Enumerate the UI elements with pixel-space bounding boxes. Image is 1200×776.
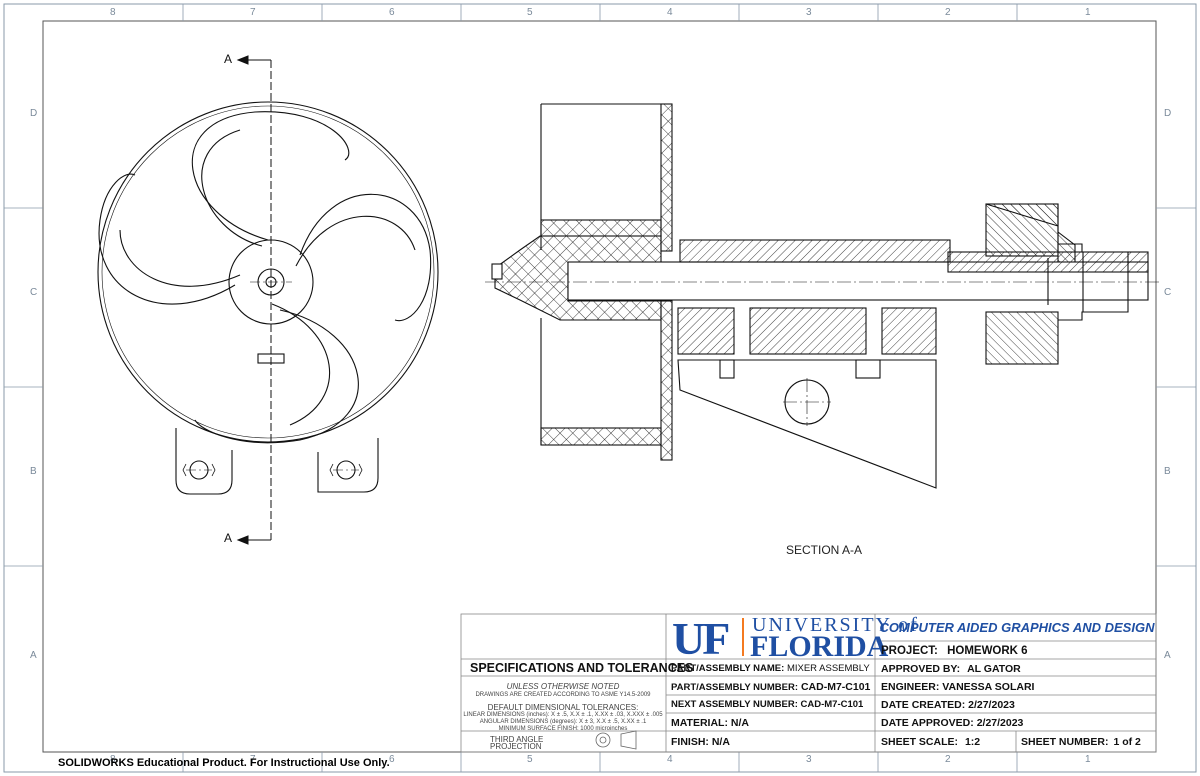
zone-col-7-top: 7 <box>250 7 256 18</box>
date-created-value: 2/27/2023 <box>968 699 1015 711</box>
sheet-number-label: SHEET NUMBER: <box>1021 736 1109 748</box>
zone-col-5-top: 5 <box>527 7 533 18</box>
date-created-label: DATE CREATED: <box>881 699 966 711</box>
next-assembly-field: NEXT ASSEMBLY NUMBER: CAD-M7-C101 <box>671 699 863 710</box>
projection-label: THIRD ANGLE PROJECTION <box>490 735 544 751</box>
zone-row-b-left: B <box>30 466 37 477</box>
sheet-scale-label: SHEET SCALE: <box>881 736 959 748</box>
zone-col-7-bottom: 7 <box>250 754 256 765</box>
engineer-field: ENGINEER: VANESSA SOLARI <box>881 681 1034 693</box>
project-field: PROJECT: HOMEWORK 6 <box>881 645 1028 657</box>
approved-by-value: AL GATOR <box>967 663 1021 675</box>
zone-col-2-bottom: 2 <box>945 754 951 765</box>
zone-ticks <box>4 4 1196 772</box>
unless-noted: UNLESS OTHERWISE NOTED <box>506 682 620 691</box>
engineer-value: VANESSA SOLARI <box>942 681 1035 693</box>
engineer-label: ENGINEER: <box>881 681 940 693</box>
zone-row-d-left: D <box>30 108 38 119</box>
zone-row-a-left: A <box>30 650 37 661</box>
finish-value: N/A <box>711 736 730 748</box>
material-label: MATERIAL: <box>671 717 728 729</box>
part-name-label: PART/ASSEMBLY NAME: <box>671 663 785 674</box>
project-label: PROJECT: <box>881 645 938 657</box>
date-approved-label: DATE APPROVED: <box>881 717 974 729</box>
linear-tolerances: LINEAR DIMENSIONS (inches): X ± .5, X.X … <box>463 712 663 718</box>
logo-florida-text: FLORIDA <box>750 630 889 663</box>
approved-by-label: APPROVED BY: <box>881 663 961 675</box>
third-angle-projection-symbol <box>595 730 637 750</box>
zone-col-1-bottom: 1 <box>1085 754 1091 765</box>
approved-by-field: APPROVED BY: AL GATOR <box>881 663 1021 675</box>
zone-row-c-left: C <box>30 287 38 298</box>
cut-label-top: A <box>224 52 233 66</box>
logo-university-text: UNIVERSITY of <box>752 614 919 636</box>
surface-finish: MINIMUM SURFACE FINISH: 1000 microinches <box>498 726 628 732</box>
solidworks-watermark: SOLIDWORKS Educational Product. For Inst… <box>58 757 390 769</box>
zone-row-b-right: B <box>1164 466 1171 477</box>
section-label: SECTION A-A <box>786 543 863 557</box>
zone-col-3-top: 3 <box>806 7 812 18</box>
next-assembly-label: NEXT ASSEMBLY NUMBER: <box>671 699 798 710</box>
cutting-plane-line <box>236 55 272 545</box>
material-field: MATERIAL: N/A <box>671 717 749 729</box>
date-approved-field: DATE APPROVED: 2/27/2023 <box>881 717 1023 729</box>
part-number-label: PART/ASSEMBLY NUMBER: <box>671 682 799 693</box>
date-approved-value: 2/27/2023 <box>976 717 1024 729</box>
zone-row-a-right: A <box>1164 650 1171 661</box>
section-view <box>491 103 1149 489</box>
default-tolerances: DEFAULT DIMENSIONAL TOLERANCES: <box>487 703 639 712</box>
finish-field: FINISH: N/A <box>671 736 730 748</box>
sheet-scale-field: SHEET SCALE: 1:2 <box>881 736 980 748</box>
uf-logo-mark: UF <box>672 613 730 664</box>
zone-col-6-bottom: 6 <box>389 754 395 765</box>
sheet-number-field: SHEET NUMBER: 1 of 2 <box>1021 736 1141 748</box>
sheet-scale-value: 1:2 <box>964 736 981 748</box>
zone-col-4-bottom: 4 <box>667 754 673 765</box>
front-view-impeller <box>97 101 439 495</box>
course-title: COMPUTER AIDED GRAPHICS AND DESIGN <box>879 620 1155 635</box>
finish-label: FINISH: <box>671 736 709 748</box>
title-block-grid <box>460 613 1157 753</box>
zone-row-c-right: C <box>1164 287 1172 298</box>
zone-col-2-top: 2 <box>945 7 951 18</box>
next-assembly-value: CAD-M7-C101 <box>800 699 864 710</box>
cut-label-bottom: A <box>224 531 233 545</box>
zone-col-3-bottom: 3 <box>806 754 812 765</box>
spec-title: SPECIFICATIONS AND TOLERANCES <box>470 661 694 675</box>
zone-col-6-top: 6 <box>389 7 395 18</box>
sheet-number-value: 1 of 2 <box>1113 736 1141 748</box>
part-number-field: PART/ASSEMBLY NUMBER: CAD-M7-C101 <box>671 681 870 693</box>
zone-col-4-top: 4 <box>667 7 673 18</box>
zone-col-1-top: 1 <box>1085 7 1091 18</box>
inner-border <box>42 20 1157 753</box>
material-value: N/A <box>730 717 749 729</box>
project-value: HOMEWORK 6 <box>947 645 1028 657</box>
section-centerline <box>485 281 1160 426</box>
zone-row-d-right: D <box>1164 108 1172 119</box>
zone-col-8-bottom: 8 <box>110 754 116 765</box>
date-created-field: DATE CREATED: 2/27/2023 <box>881 699 1015 711</box>
zone-col-8-top: 8 <box>110 7 116 18</box>
zone-col-5-bottom: 5 <box>527 754 533 765</box>
logo-divider <box>742 618 744 656</box>
part-number-value: CAD-M7-C101 <box>800 681 871 693</box>
angular-tolerances: ANGULAR DIMENSIONS (degrees): X ± 3, X.X… <box>479 719 647 725</box>
asme-note: DRAWINGS ARE CREATED ACCORDING TO ASME Y… <box>475 692 651 698</box>
part-name-field: PART/ASSEMBLY NAME: MIXER ASSEMBLY <box>671 663 870 674</box>
part-name-value: MIXER ASSEMBLY <box>786 663 870 674</box>
